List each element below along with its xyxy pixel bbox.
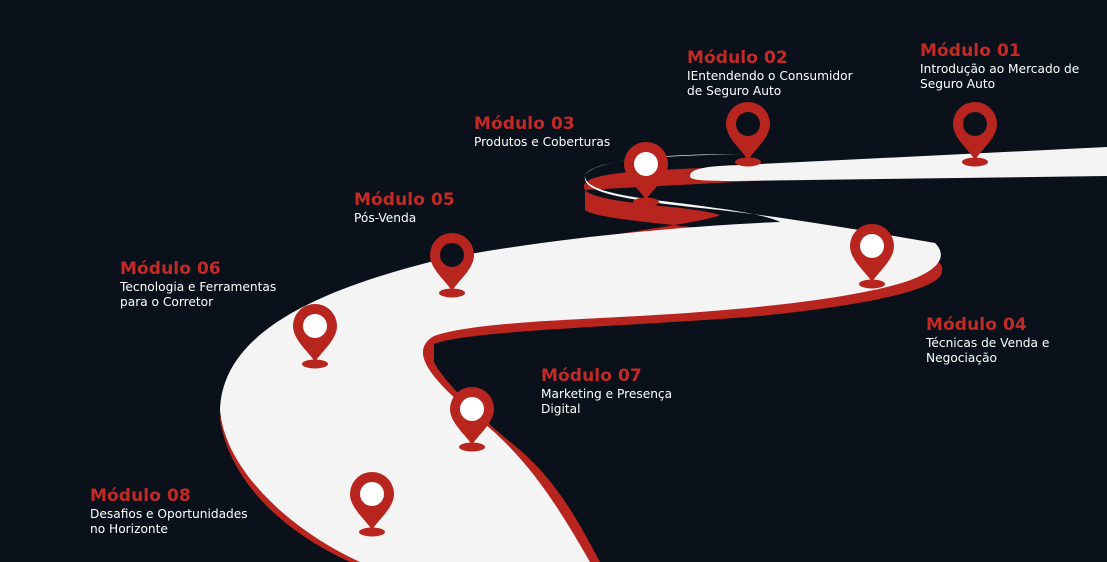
pin-hole: [360, 482, 384, 506]
module-title: Módulo 05: [354, 190, 455, 210]
pin-base: [459, 442, 485, 452]
map-pin-icon: [726, 102, 770, 167]
map-pin-icon: [293, 304, 337, 369]
pin-hole: [440, 243, 464, 267]
pins-layer: [293, 102, 997, 537]
pin-base: [735, 157, 761, 167]
pin-hole: [634, 152, 658, 176]
module-title: Módulo 01: [920, 41, 1021, 61]
module-description: Desafios e Oportunidades no Horizonte: [90, 507, 248, 536]
module-06: Módulo 06 Tecnologia e Ferramentas para …: [120, 259, 276, 310]
pin-base: [302, 359, 328, 369]
map-pin-icon: [350, 472, 394, 537]
pin-hole: [860, 234, 884, 258]
module-03: Módulo 03 Produtos e Coberturas: [474, 114, 610, 150]
module-05: Módulo 05 Pós-Venda: [354, 190, 455, 226]
map-pin-icon: [430, 233, 474, 298]
module-title: Módulo 07: [541, 366, 642, 386]
pin-hole: [736, 112, 760, 136]
map-pin-icon: [850, 224, 894, 289]
module-description: IEntendendo o Consumidor de Seguro Auto: [687, 69, 853, 98]
pin-base: [359, 527, 385, 537]
road-surface-upper: [690, 147, 1107, 181]
map-pin-icon: [624, 142, 668, 207]
pin-hole: [460, 397, 484, 421]
module-02: Módulo 02 IEntendendo o Consumidor de Se…: [687, 48, 853, 99]
module-title: Módulo 08: [90, 486, 191, 506]
module-title: Módulo 03: [474, 114, 575, 134]
module-description: Produtos e Coberturas: [474, 135, 611, 149]
pin-base: [633, 197, 659, 207]
pin-hole: [303, 314, 327, 338]
module-description: Marketing e Presença Digital: [541, 387, 673, 416]
module-title: Módulo 06: [120, 259, 221, 279]
pin-base: [439, 288, 465, 298]
pin-base: [859, 279, 885, 289]
module-08: Módulo 08 Desafios e Oportunidades no Ho…: [90, 486, 248, 537]
module-07: Módulo 07 Marketing e Presença Digital: [541, 366, 672, 417]
map-pin-icon: [450, 387, 494, 452]
module-title: Módulo 04: [926, 315, 1027, 335]
module-title: Módulo 02: [687, 48, 788, 68]
pin-hole: [963, 112, 987, 136]
pin-base: [962, 157, 988, 167]
module-description: Pós-Venda: [354, 211, 417, 225]
map-pin-icon: [953, 102, 997, 167]
module-description: Introdução ao Mercado de Seguro Auto: [920, 62, 1080, 91]
module-04: Módulo 04 Técnicas de Venda e Negociação: [926, 315, 1049, 366]
module-description: Técnicas de Venda e Negociação: [926, 336, 1050, 365]
module-01: Módulo 01 Introdução ao Mercado de Segur…: [920, 41, 1079, 92]
module-description: Tecnologia e Ferramentas para o Corretor: [120, 280, 277, 309]
